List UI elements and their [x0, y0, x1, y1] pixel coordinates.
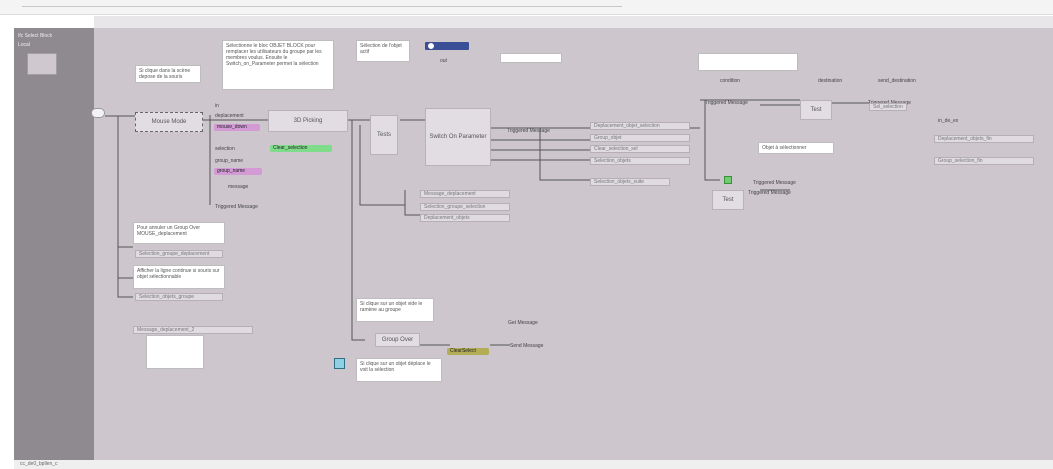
sidebar-item-local[interactable]: Local: [18, 42, 30, 48]
message-bar[interactable]: Deplacement_objets: [420, 214, 510, 222]
sidebar-title: Ifc Select Block: [18, 33, 53, 39]
label-condition: condition: [720, 78, 741, 84]
message-bar[interactable]: Deplacement_objet_selection: [590, 122, 690, 130]
message-bar[interactable]: Selection_objets: [590, 157, 690, 165]
flag-icon: [724, 176, 732, 184]
label-triggered-message: Triggered Message: [215, 204, 258, 210]
node-mouse-mode[interactable]: Mouse Mode: [135, 112, 203, 132]
node-test-1[interactable]: Test: [800, 100, 832, 120]
message-bar[interactable]: Clear_selection_sel: [590, 145, 690, 153]
comment-box[interactable]: Sélection de l'objet actif: [356, 40, 410, 62]
label-group-name: group_name: [215, 158, 244, 164]
comment-box[interactable]: Si clique dans la scène depose de la sou…: [135, 65, 201, 83]
node-small-block[interactable]: Tests: [370, 115, 398, 155]
comment-box[interactable]: [500, 53, 562, 63]
parameter-bar[interactable]: [425, 42, 469, 50]
message-bar[interactable]: Group_objet: [590, 134, 690, 142]
title-line: [22, 6, 622, 7]
message-bar[interactable]: Message_deplacement_2: [133, 326, 253, 334]
message-bar[interactable]: Selection_groupe_selection: [420, 203, 510, 211]
label-out: out: [440, 58, 447, 64]
status-bar: cc_de0_bpllen_c: [14, 460, 1053, 469]
message-bar[interactable]: Sel_selection: [869, 103, 907, 111]
message-bar[interactable]: Selection_groupe_deplacement: [135, 250, 223, 258]
label-destination: destination: [818, 78, 843, 84]
label-in-de-ex: in_de_ex: [938, 118, 959, 124]
label-triggered-message: Triggered Message: [507, 128, 550, 134]
pill-clear-select[interactable]: ClearSelect: [447, 348, 489, 355]
comment-box[interactable]: Afficher la ligne continue si souris sur…: [133, 265, 225, 289]
comment-box[interactable]: Si clique sur un objet vide le ramène au…: [356, 298, 434, 322]
message-bar[interactable]: Deplacement_objets_fin: [934, 135, 1034, 143]
message-bar[interactable]: Selection_objets_groupe: [135, 293, 223, 301]
node-switch-on-parameter[interactable]: Switch On Parameter: [425, 108, 491, 166]
sidebar-thumbnail[interactable]: [27, 53, 57, 75]
label-triggered-message: Triggered Message: [753, 180, 796, 186]
pill-group-name[interactable]: group_name: [214, 168, 262, 175]
comment-box[interactable]: Pour annuler un Group Over MOUSE_deplace…: [133, 222, 225, 244]
comment-box[interactable]: Si clique sur un objet déplace le voit l…: [356, 358, 442, 382]
canvas-header: [94, 16, 1053, 28]
message-bar[interactable]: Selection_objets_suite: [590, 178, 670, 186]
comment-box[interactable]: Objet à sélectionner: [758, 142, 834, 154]
pill-clear-selection[interactable]: Clear_selection: [270, 145, 332, 152]
label-get-message: Get Message: [508, 320, 538, 326]
pill-mouse-down[interactable]: mouse_down: [214, 124, 260, 131]
entry-terminal[interactable]: [91, 108, 105, 118]
label-send-destination: send_destination: [878, 78, 916, 84]
label-selection: selection: [215, 146, 235, 152]
comment-box[interactable]: Sélectionne le bloc OBJET BLOCK pour rem…: [222, 40, 334, 90]
comment-box[interactable]: [146, 335, 204, 369]
label-triggered-message: Triggered Message: [705, 100, 748, 106]
label-triggered-message: Triggered Message: [748, 190, 791, 196]
label-send-message: Send Message: [510, 343, 544, 349]
message-bar[interactable]: Group_selection_fin: [934, 157, 1034, 165]
label-message: message: [228, 184, 249, 190]
object-block-icon: [334, 358, 345, 369]
node-group-over[interactable]: Group Over: [375, 333, 420, 347]
sidebar: Ifc Select Block Local: [14, 28, 94, 460]
message-bar[interactable]: Message_deplacement: [420, 190, 510, 198]
parameter-circle-icon: [427, 42, 435, 50]
title-strip: [0, 0, 1053, 15]
label-in: in: [215, 103, 219, 109]
schematic-canvas[interactable]: [94, 28, 1053, 460]
comment-box[interactable]: [698, 53, 798, 71]
node-test-2[interactable]: Test: [712, 190, 744, 210]
node-3d-picking[interactable]: 3D Picking: [268, 110, 348, 132]
label-deplacement: deplacement: [215, 113, 244, 119]
